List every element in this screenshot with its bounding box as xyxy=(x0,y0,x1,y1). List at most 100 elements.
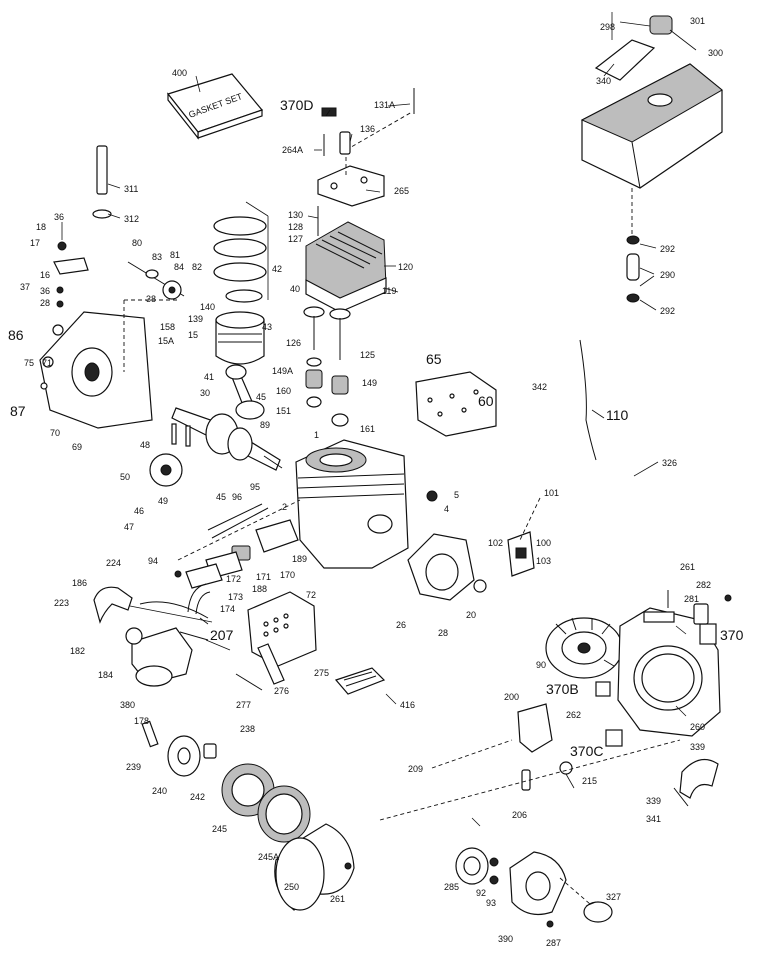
air-cleaner xyxy=(141,720,355,911)
callout-86: 86 xyxy=(8,327,24,343)
callout-89: 89 xyxy=(260,420,270,430)
callout-339: 339 xyxy=(690,742,705,752)
callout-102: 102 xyxy=(488,538,503,548)
callout-50: 50 xyxy=(120,472,130,482)
callout-119: 119 xyxy=(382,286,396,296)
muffler xyxy=(235,591,317,691)
callout-136: 136 xyxy=(360,124,375,134)
callout-292b: 292 xyxy=(660,306,675,316)
callout-83: 83 xyxy=(152,252,162,262)
breather-assembly xyxy=(177,499,301,589)
callout-69: 69 xyxy=(72,442,82,452)
callout-75: 75 xyxy=(24,358,34,368)
callout-100: 100 xyxy=(536,538,551,548)
callout-92: 92 xyxy=(476,888,486,898)
callout-370d: 370D xyxy=(280,97,313,113)
callout-5: 5 xyxy=(454,490,459,500)
callout-281: 281 xyxy=(684,594,699,604)
callout-47: 47 xyxy=(124,522,134,532)
gasket-set-box: GASKET SET xyxy=(166,73,264,140)
callout-207: 207 xyxy=(210,627,234,643)
callout-80: 80 xyxy=(132,238,142,248)
back-plate xyxy=(407,533,487,601)
callout-276: 276 xyxy=(274,686,289,696)
callout-45b: 45 xyxy=(216,492,226,502)
callout-48: 48 xyxy=(140,440,150,450)
callout-292: 292 xyxy=(660,244,675,254)
cylinder-head xyxy=(305,221,387,313)
callout-238: 238 xyxy=(240,724,255,734)
blower-housing xyxy=(617,590,721,737)
spark-plug xyxy=(317,88,415,236)
flywheel xyxy=(545,617,623,679)
callout-223: 223 xyxy=(54,598,69,608)
callout-42: 42 xyxy=(272,264,282,274)
callout-46: 46 xyxy=(134,506,144,516)
callout-189: 189 xyxy=(292,554,307,564)
callout-312: 312 xyxy=(124,214,139,224)
callout-327: 327 xyxy=(606,892,621,902)
callout-36: 36 xyxy=(54,212,64,222)
callout-41: 41 xyxy=(204,372,214,382)
callout-labels: 298 301 300 340 400 370D 131A 136 264A 2… xyxy=(8,16,744,948)
callout-126: 126 xyxy=(286,338,301,348)
control-bracket xyxy=(379,703,681,821)
callout-81: 81 xyxy=(170,250,180,260)
control-rod xyxy=(579,339,597,461)
callout-275: 275 xyxy=(314,668,329,678)
governor-linkage xyxy=(53,222,89,308)
callout-390: 390 xyxy=(498,934,513,944)
screen xyxy=(334,667,386,695)
crankshaft xyxy=(171,407,283,471)
piston-rings xyxy=(213,201,269,300)
callout-261b: 261 xyxy=(330,894,345,904)
callout-40: 40 xyxy=(290,284,300,294)
callout-140: 140 xyxy=(200,302,215,312)
callout-15: 15 xyxy=(188,330,198,340)
callout-260: 260 xyxy=(690,722,705,732)
callout-16: 16 xyxy=(40,270,50,280)
callout-30: 30 xyxy=(200,388,210,398)
callout-242: 242 xyxy=(190,792,205,802)
callout-298: 298 xyxy=(600,22,615,32)
engine-block xyxy=(295,439,438,569)
callout-96: 96 xyxy=(232,492,242,502)
callout-110: 110 xyxy=(606,407,629,423)
callout-90: 90 xyxy=(536,660,546,670)
callout-245: 245 xyxy=(212,824,227,834)
callout-182: 182 xyxy=(70,646,85,656)
callout-184: 184 xyxy=(98,670,113,680)
callout-131a: 131A xyxy=(374,100,395,110)
callout-151: 151 xyxy=(276,406,291,416)
callout-2: 2 xyxy=(282,502,287,512)
callout-261: 261 xyxy=(680,562,695,572)
callout-240: 240 xyxy=(152,786,167,796)
callout-120: 120 xyxy=(398,262,413,272)
decals xyxy=(595,623,717,747)
callout-65: 65 xyxy=(426,351,442,367)
callout-290: 290 xyxy=(660,270,675,280)
callout-287: 287 xyxy=(546,938,561,948)
callout-28b: 28 xyxy=(438,628,448,638)
callout-43: 43 xyxy=(262,322,272,332)
dipstick-tube xyxy=(92,145,112,219)
callout-45: 45 xyxy=(256,392,266,402)
callout-370: 370 xyxy=(720,627,744,643)
fuel-tank-assembly xyxy=(580,12,723,236)
throttle-rods xyxy=(174,503,269,578)
callout-20: 20 xyxy=(466,610,476,620)
callout-416: 416 xyxy=(400,700,415,710)
callout-103: 103 xyxy=(536,556,551,566)
starter-assembly xyxy=(455,847,613,928)
callout-161: 161 xyxy=(360,424,375,434)
fuel-line-parts xyxy=(626,235,640,303)
callout-84: 84 xyxy=(174,262,184,272)
callout-170: 170 xyxy=(280,570,295,580)
valves-and-springs xyxy=(303,306,351,427)
callout-93: 93 xyxy=(486,898,496,908)
callout-1: 1 xyxy=(314,430,319,440)
crankcase-cover xyxy=(39,311,153,429)
callout-94: 94 xyxy=(148,556,158,566)
callout-342: 342 xyxy=(532,382,547,392)
